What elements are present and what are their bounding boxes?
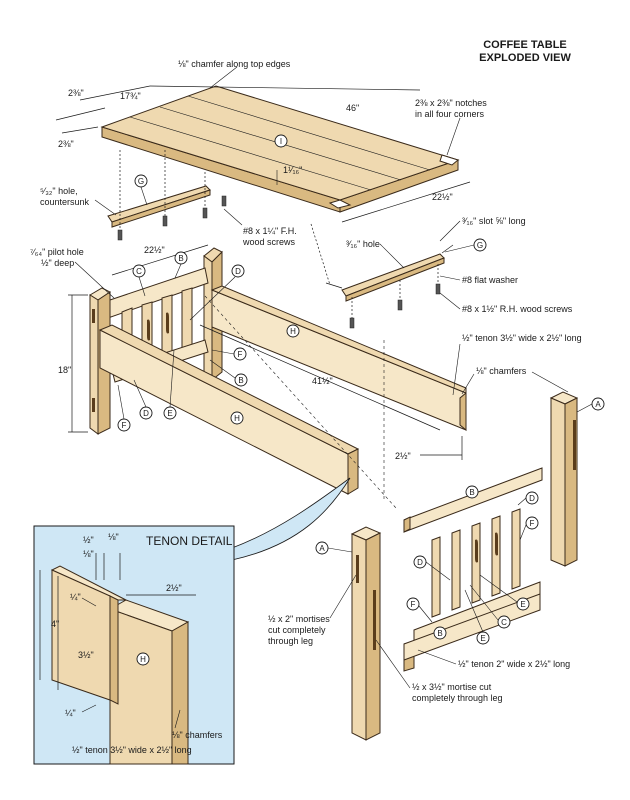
svg-text:A: A [595,400,601,409]
part-callout-g-left-text: G [138,177,144,186]
label-dim-2-3-8-b: 2⅜" [58,139,74,149]
label-dim-22-1-2-top: 22½" [432,192,453,202]
label-dim-41-1-2: 41½" [312,376,333,386]
detail-label-eighth-a: ⅛" [108,532,119,542]
label-pilot-2: ½" deep [41,258,74,268]
svg-text:C: C [136,267,142,276]
svg-text:F: F [530,519,535,528]
part-callout-i [274,134,288,148]
label-notches-1: 2⅜ x 2⅜" notches [415,98,487,108]
label-dim-18: 18" [58,365,71,375]
label-flat-washer: #8 flat washer [462,275,518,285]
right-end-frame [403,467,543,672]
right-frame-callouts: B D F D E F C B E [406,485,539,645]
svg-text:A: A [319,544,325,553]
rh-screws [310,223,441,329]
label-tenon-short: ½" tenon 2" wide x 2½" long [458,659,570,669]
svg-text:H: H [290,327,296,336]
label-mortise-cut-2: completely through leg [412,693,503,703]
svg-text:F: F [122,421,127,430]
label-dim-46: 46" [346,103,359,113]
label-dim-1-1-16: 1¹⁄₁₆" [283,165,302,175]
label-mortises-1: ½ x 2" mortises [268,614,330,624]
svg-text:F: F [411,600,416,609]
part-callout-g-right-text: G [477,241,483,250]
cleat-right [341,253,445,302]
svg-text:B: B [469,488,474,497]
label-rh-screws: #8 x 1½" R.H. wood screws [462,304,573,314]
svg-text:F: F [238,350,243,359]
detail-label-4: 4" [51,619,59,629]
label-mortises-3: through leg [268,636,313,646]
svg-text:H: H [234,414,240,423]
label-notches-2: in all four corners [415,109,485,119]
label-hole-3-16: ³⁄₁₆" hole [346,239,380,249]
detail-label-eighth-b: ⅛" [83,549,94,559]
detail-label-2-1-2: 2½" [166,583,182,593]
label-fh-screws-2: wood screws [242,237,296,247]
part-callout-g-left [134,174,148,188]
detail-label-chamfers: ⅛" chamfers [172,730,223,740]
svg-text:D: D [143,409,149,418]
cleat-left [107,185,211,228]
label-dim-22-1-2-mid: 22½" [144,245,165,255]
table-top [100,85,460,213]
label-fh-screws-1: #8 x 1¼" F.H. [243,226,297,236]
label-slot: ³⁄₁₆" slot ⅝" long [462,216,526,226]
label-hole-countersunk-2: countersunk [40,197,90,207]
svg-text:B: B [437,629,442,638]
label-chamfer-top: ⅛" chamfer along top edges [178,59,291,69]
svg-text:E: E [480,634,485,643]
stretcher-upper [210,285,467,432]
detail-label-tenon: ½" tenon 3½" wide x 2½" long [72,745,192,755]
detail-title: TENON DETAIL [146,534,233,548]
frame-callouts: B C D H F B D E F H [117,251,300,432]
detail-label-3-1-2: 3½" [78,650,94,660]
svg-text:B: B [178,254,183,263]
label-dim-2-1-2: 2½" [395,451,411,461]
title-line-1: COFFEE TABLE [483,39,567,51]
label-mortise-cut-1: ½ x 3½" mortise cut [412,682,492,692]
label-pilot-1: ⁷⁄₆₄" pilot hole [30,247,84,257]
leg-a-right [549,391,579,567]
detail-label-quarter-b: ¼" [65,708,76,718]
label-tenon-long: ½" tenon 3½" wide x 2½" long [462,333,582,343]
tenon-detail: TENON DETAIL H [33,477,351,765]
detail-label-quarter-a: ¼" [70,592,81,602]
label-mortises-2: cut completely [268,625,326,635]
stretcher-lower [98,324,360,495]
leg-a-lower [350,526,382,741]
label-chamfers: ⅛" chamfers [476,366,527,376]
svg-text:H: H [140,655,146,664]
svg-text:D: D [529,494,535,503]
svg-text:E: E [167,409,172,418]
svg-text:B: B [238,376,243,385]
svg-text:D: D [417,558,423,567]
label-hole-countersunk-1: ⁵⁄₃₂" hole, [40,186,78,196]
part-callout-i-text: I [280,137,282,146]
detail-label-half: ½" [83,535,94,545]
fh-screws [117,150,227,241]
label-dim-17-3-4: 17¾" [120,91,141,101]
svg-text:D: D [235,267,241,276]
svg-text:C: C [501,618,507,627]
label-dim-2-3-8-a: 2⅜" [68,88,84,98]
svg-text:E: E [520,600,525,609]
title-line-2: EXPLODED VIEW [479,52,571,64]
